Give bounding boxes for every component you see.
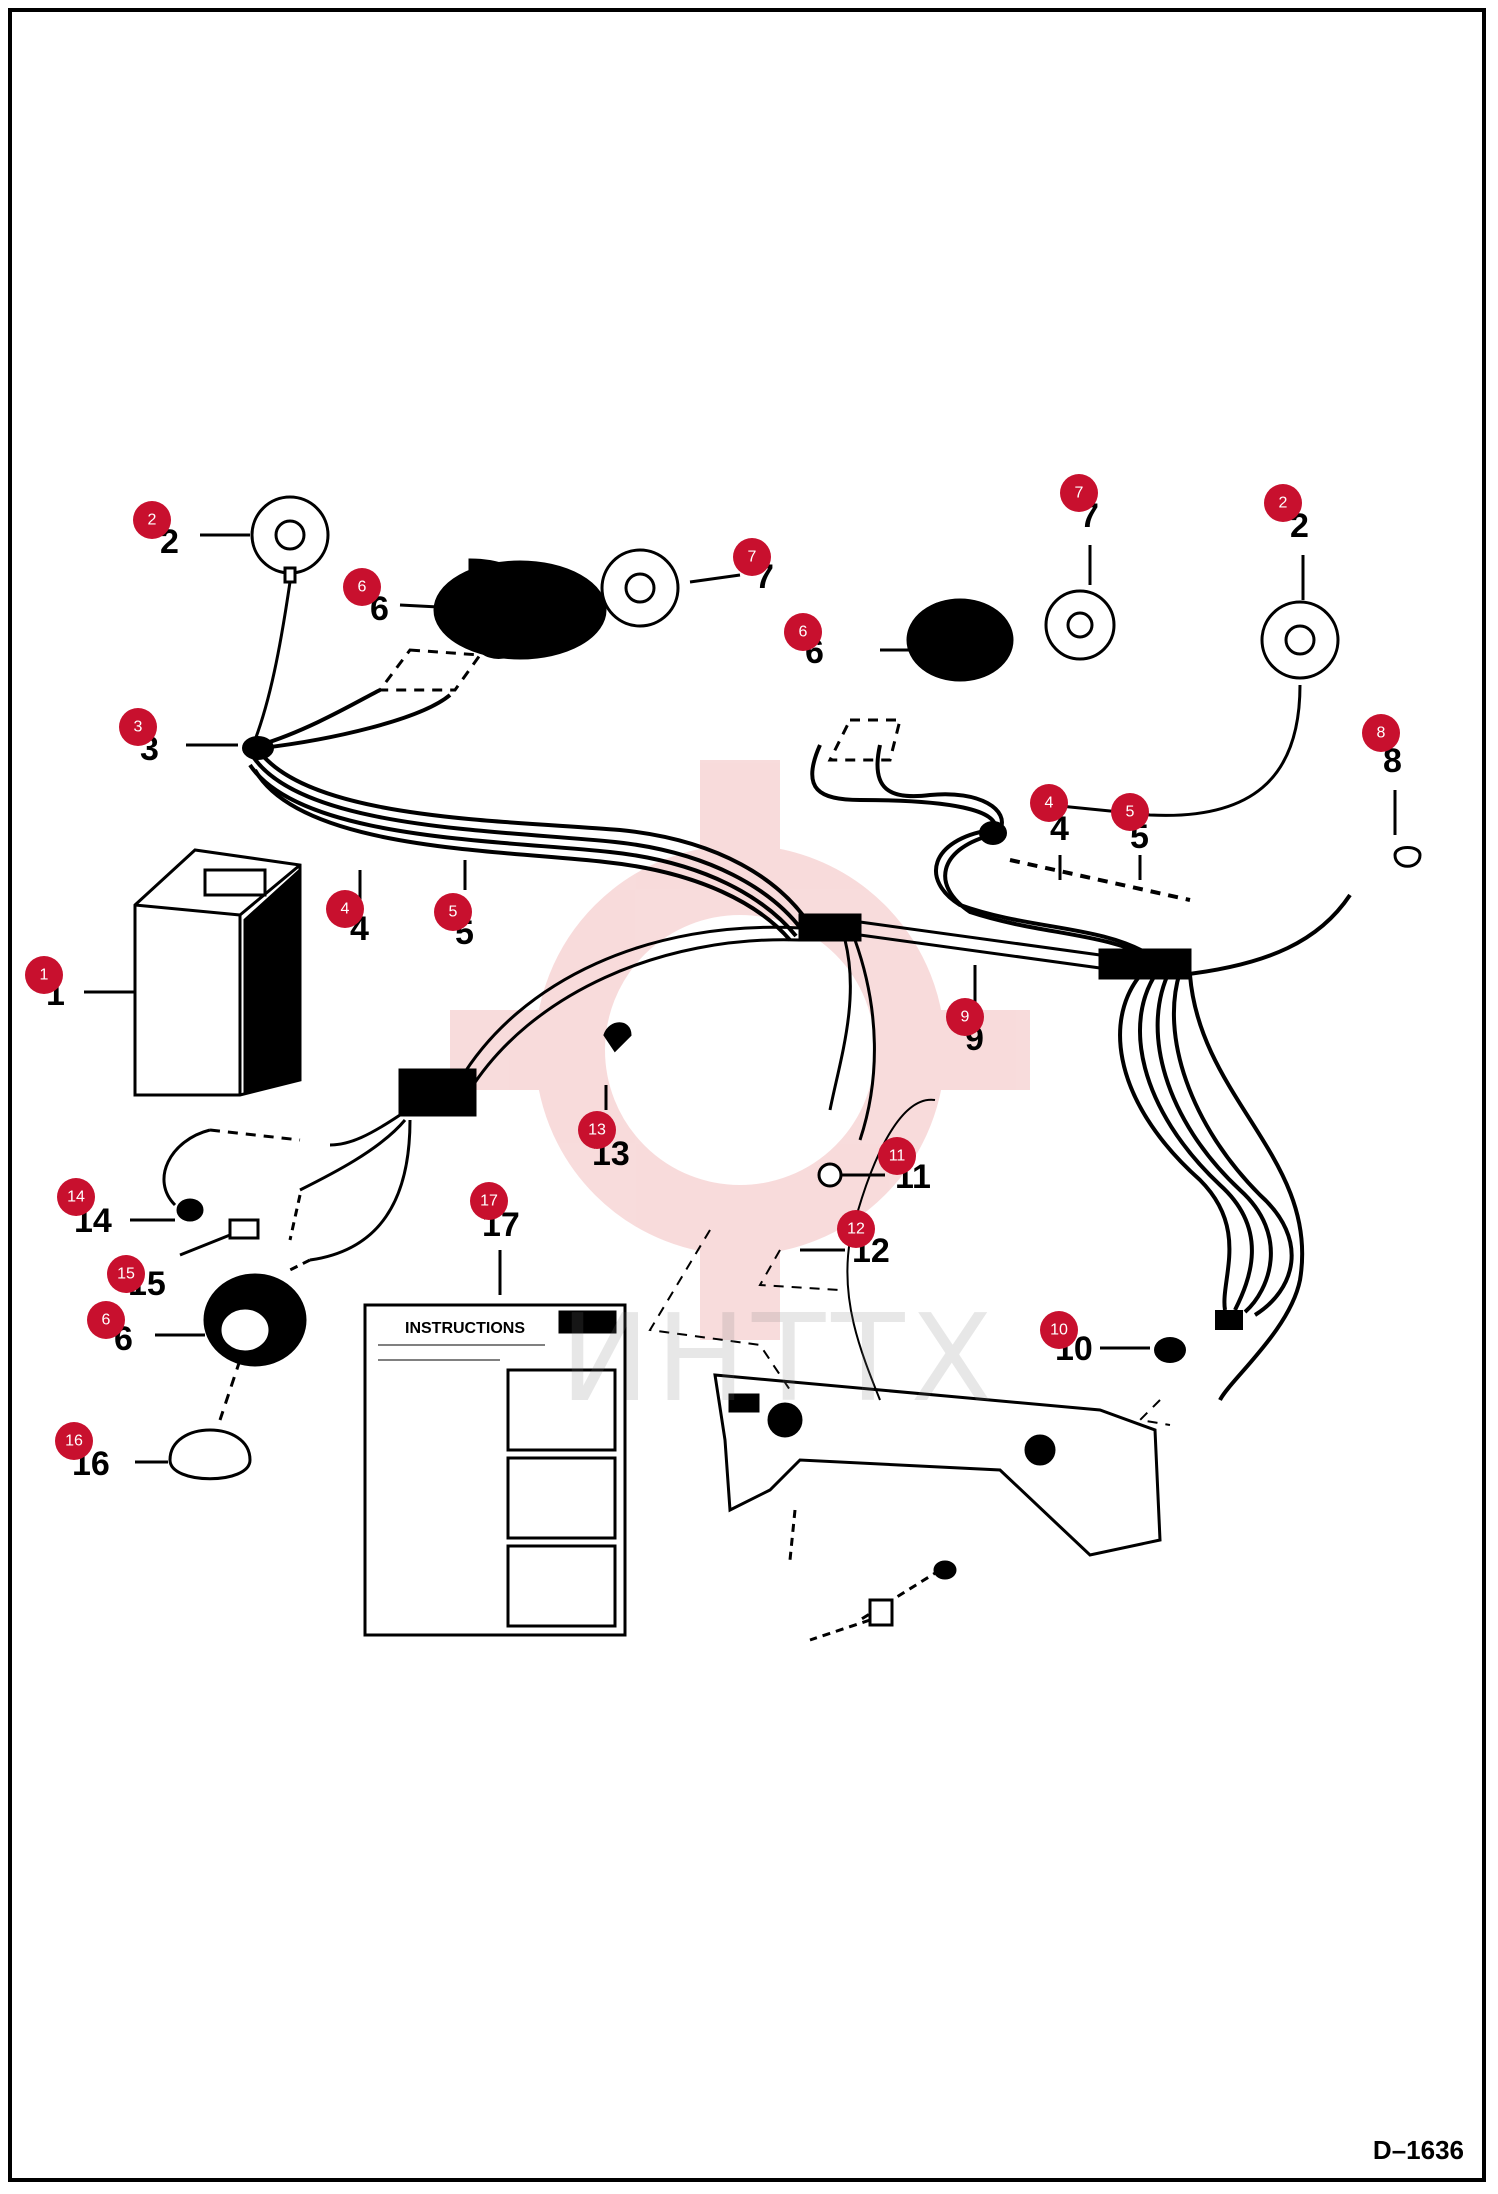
svg-text:3: 3 xyxy=(134,719,143,736)
grommet xyxy=(242,736,274,760)
leader-lines xyxy=(84,533,1397,1464)
badge-4-right[interactable]: 4 xyxy=(1030,784,1068,822)
svg-text:7: 7 xyxy=(1075,485,1084,502)
svg-text:9: 9 xyxy=(961,1009,970,1026)
svg-text:10: 10 xyxy=(1050,1322,1068,1339)
control-box xyxy=(133,848,302,1097)
badge-15[interactable]: 15 xyxy=(107,1255,145,1293)
svg-text:5: 5 xyxy=(1126,804,1135,821)
svg-text:17: 17 xyxy=(480,1193,498,1210)
lower-left-harness xyxy=(162,1113,412,1272)
badge-2-right[interactable]: 2 xyxy=(1264,484,1302,522)
svg-text:2: 2 xyxy=(1279,495,1288,512)
badge-5-left[interactable]: 5 xyxy=(434,893,472,931)
svg-text:7: 7 xyxy=(748,549,757,566)
badge-13[interactable]: 13 xyxy=(578,1111,616,1149)
svg-text:2: 2 xyxy=(148,512,157,529)
svg-text:15: 15 xyxy=(117,1266,135,1283)
callout-badges: 2 6 7 3 4 5 1 14 15 6 16 17 13 11 12 6 7… xyxy=(25,474,1400,1460)
svg-text:6: 6 xyxy=(799,624,808,641)
badge-14[interactable]: 14 xyxy=(57,1178,95,1216)
badge-12[interactable]: 12 xyxy=(837,1210,875,1248)
svg-text:13: 13 xyxy=(588,1122,606,1139)
mounting-bracket xyxy=(713,1373,1162,1642)
connector-plug xyxy=(1215,1310,1243,1330)
label-8: 8 xyxy=(1383,742,1402,780)
badge-5-right[interactable]: 5 xyxy=(1111,793,1149,831)
svg-text:16: 16 xyxy=(65,1433,83,1450)
badge-17[interactable]: 17 xyxy=(470,1182,508,1220)
instruction-sheet-title: INSTRUCTIONS xyxy=(405,1320,525,1337)
lower-lamp xyxy=(168,1273,307,1481)
svg-text:4: 4 xyxy=(341,901,350,918)
badge-6-right[interactable]: 6 xyxy=(784,613,822,651)
svg-text:6: 6 xyxy=(358,579,367,596)
badge-6-left[interactable]: 6 xyxy=(343,568,381,606)
badge-9[interactable]: 9 xyxy=(946,998,984,1036)
svg-text:1: 1 xyxy=(40,967,49,984)
instruction-sheet xyxy=(363,1303,627,1637)
main-harness-sleeve xyxy=(398,913,1192,1141)
badge-3[interactable]: 3 xyxy=(119,708,157,746)
connector-13 xyxy=(603,1022,632,1053)
svg-text:14: 14 xyxy=(67,1189,85,1206)
left-lamp-group xyxy=(250,495,680,741)
svg-text:8: 8 xyxy=(1377,725,1386,742)
badge-16[interactable]: 16 xyxy=(55,1422,93,1460)
badge-8[interactable]: 8 xyxy=(1362,714,1400,752)
badge-7-left[interactable]: 7 xyxy=(733,538,771,576)
drawing-code: D–1636 xyxy=(1372,2135,1464,2165)
badge-4-left[interactable]: 4 xyxy=(326,890,364,928)
switch-10 xyxy=(1154,1337,1186,1363)
badge-6-lower[interactable]: 6 xyxy=(87,1301,125,1339)
svg-text:11: 11 xyxy=(889,1148,906,1165)
svg-text:5: 5 xyxy=(449,904,458,921)
badge-1[interactable]: 1 xyxy=(25,956,63,994)
badge-10[interactable]: 10 xyxy=(1040,1311,1078,1349)
svg-text:12: 12 xyxy=(847,1221,865,1238)
svg-text:6: 6 xyxy=(102,1312,111,1329)
badge-2-left[interactable]: 2 xyxy=(133,501,171,539)
right-lamp-group xyxy=(827,589,1422,868)
item-11-fitting xyxy=(817,1162,843,1188)
badge-11[interactable]: 11 xyxy=(878,1137,916,1175)
right-grommet xyxy=(979,821,1007,845)
svg-text:4: 4 xyxy=(1045,795,1054,812)
badge-7-right[interactable]: 7 xyxy=(1060,474,1098,512)
right-harness xyxy=(810,744,1352,1401)
watermark-text: ИНТТХ xyxy=(560,1290,999,1429)
page-border xyxy=(8,8,1486,2182)
left-harness xyxy=(248,688,812,942)
